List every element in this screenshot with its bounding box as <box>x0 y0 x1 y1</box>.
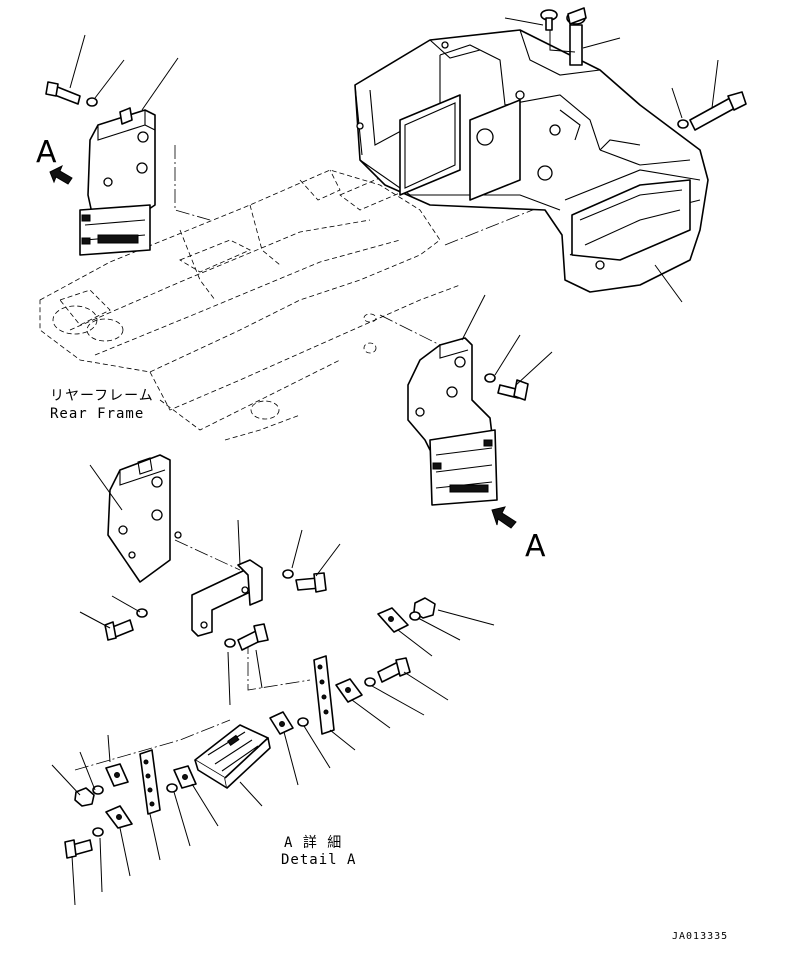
detail-spacer <box>297 717 309 727</box>
detail-plate-left <box>139 749 161 815</box>
detail-small-pad <box>269 711 294 735</box>
detail-a-label-jp: A 詳 細 <box>284 835 342 851</box>
lifting-pin <box>566 7 587 66</box>
detail-support-bracket <box>191 559 263 637</box>
detail-pad-top <box>377 607 409 633</box>
rear-frame-label-en: Rear Frame <box>50 406 144 422</box>
rear-frame-outline <box>39 164 461 441</box>
leader-lines <box>51 17 719 906</box>
detail-bolt-right <box>364 657 411 687</box>
washer-pin <box>540 9 558 31</box>
detail-pad-right <box>335 678 363 703</box>
detail-bracket-plate <box>107 454 182 583</box>
detail-nut-top <box>409 597 436 621</box>
bolt-top-left <box>45 81 98 107</box>
center-lines <box>74 145 546 771</box>
bracket-top-left <box>79 107 156 256</box>
detail-bolt-upper <box>282 569 327 593</box>
detail-bolt-left <box>104 608 148 641</box>
detail-pad-left-upper <box>105 763 129 787</box>
detail-pad-mid <box>173 765 197 789</box>
detail-step <box>194 724 271 789</box>
rear-frame-label-jp: リヤーフレーム <box>50 388 154 404</box>
view-arrow-top <box>49 164 73 185</box>
view-a-label-bottom: A <box>525 529 546 564</box>
detail-bolt-mid <box>224 623 269 651</box>
counterweight <box>354 29 709 293</box>
detail-bolt-bottom <box>64 827 104 859</box>
detail-nut-left <box>74 785 104 807</box>
detail-spacer-left <box>166 783 178 793</box>
detail-a-label-en: Detail A <box>281 852 356 868</box>
detail-pad-left-lower <box>105 805 133 829</box>
detail-long-plate <box>313 655 335 735</box>
view-a-label-top: A <box>36 135 57 170</box>
counterweight-bolt <box>677 91 747 131</box>
bracket-right <box>407 337 498 506</box>
view-arrow-bottom <box>491 506 517 529</box>
bolt-right <box>484 373 529 401</box>
drawing-id: JA013335 <box>672 931 728 942</box>
